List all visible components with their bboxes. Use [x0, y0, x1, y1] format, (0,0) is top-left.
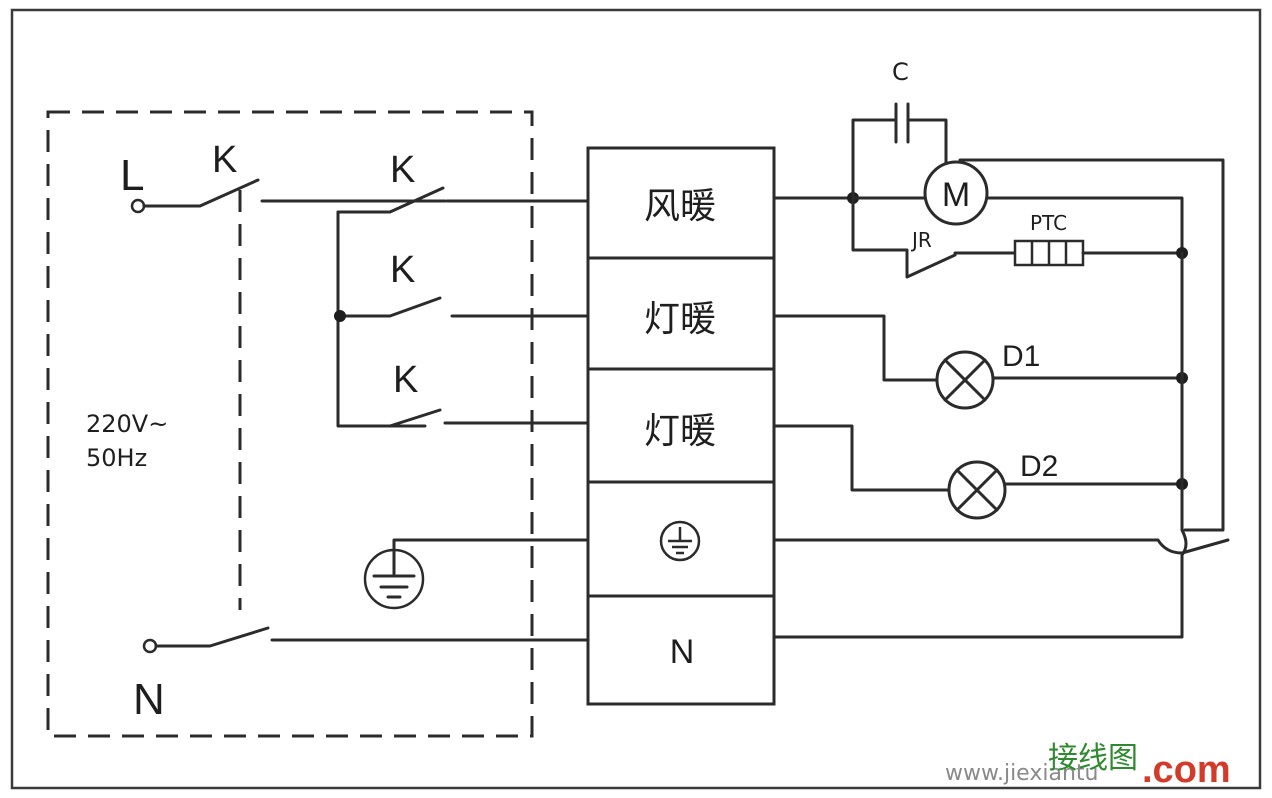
- switch-bus: [336, 210, 427, 428]
- ptc-label: PTC: [1030, 211, 1067, 235]
- lamp2-symbol: [947, 460, 1007, 520]
- line-terminal: [130, 198, 146, 214]
- lamp2-label: D2: [1020, 450, 1058, 483]
- ground-out-wire: [772, 538, 1230, 555]
- terminal-fan-label: 风暖: [644, 186, 716, 227]
- frequency-label: 50Hz: [86, 444, 147, 472]
- capacitor-wire: [851, 118, 948, 200]
- terminal-ground-icon: [659, 520, 701, 562]
- main-switch-label: K: [212, 139, 237, 181]
- neutral-terminal: [142, 638, 158, 654]
- capacitor-label: C: [892, 58, 909, 86]
- motor-return-wire: [958, 158, 1225, 532]
- motor-symbol: [923, 160, 989, 226]
- terminal-block: [586, 146, 776, 706]
- lamp2-out-wire: [772, 424, 951, 492]
- line-wire-in: [142, 178, 260, 208]
- terminal-lamp2-label: 灯暖: [644, 411, 716, 452]
- lamp1-out-wire: [772, 314, 939, 382]
- fan-switch-input: [336, 186, 445, 214]
- lamp1-symbol: [935, 350, 995, 410]
- ptc-heater: [1013, 239, 1085, 267]
- lamp2-switch-label: K: [393, 359, 418, 401]
- motor-right-wire: [985, 196, 1184, 252]
- lamp1-switch-label: K: [390, 249, 415, 291]
- neutral-return-bus: [772, 251, 1188, 639]
- jr-wire-left: [851, 196, 957, 279]
- jr-label: JR: [910, 228, 932, 252]
- ground-wire: [392, 538, 590, 576]
- line-label: L: [120, 151, 144, 200]
- terminal-lamp1-label: 灯暖: [644, 299, 716, 340]
- fan-switch-label: K: [390, 149, 415, 191]
- watermark-url: www.jiexiantu: [945, 761, 1098, 786]
- lamp1-switch-input: [336, 296, 442, 318]
- neutral-label: N: [133, 675, 165, 724]
- lamp2-switch-blade: [388, 408, 442, 428]
- voltage-label: 220V~: [86, 410, 168, 438]
- neutral-wire-in: [154, 626, 270, 648]
- lamp1-label: D1: [1002, 340, 1040, 373]
- motor-label: M: [942, 176, 970, 214]
- watermark-cn: 接线图: [1048, 741, 1138, 776]
- watermark-dotcom: .com: [1142, 749, 1231, 791]
- terminal-neutral-label: N: [670, 633, 695, 671]
- switch-bus-node: [334, 310, 346, 322]
- outer-frame: [10, 8, 1262, 790]
